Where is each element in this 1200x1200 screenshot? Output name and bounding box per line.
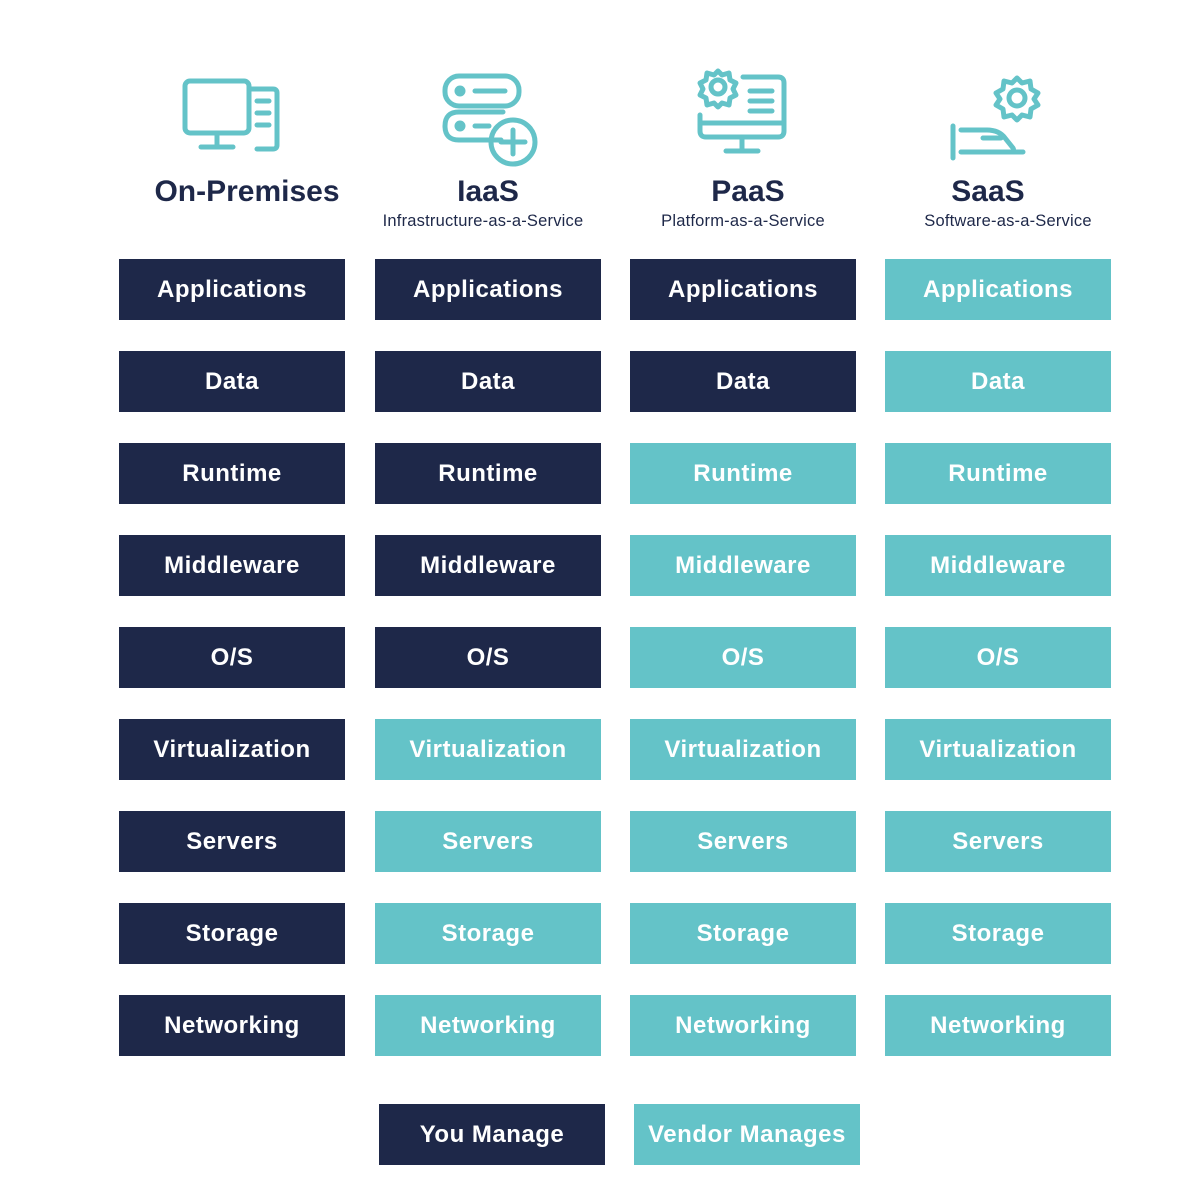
stack-cell-runtime: Runtime <box>375 443 601 504</box>
stack-cell-label: Middleware <box>675 551 811 579</box>
server-add-icon <box>442 73 538 167</box>
stack-cell-label: Servers <box>186 827 278 855</box>
stack-cell-label: Applications <box>412 275 563 303</box>
stack-cell-label: Networking <box>930 1011 1066 1039</box>
stack-cell-label: Applications <box>156 275 307 303</box>
stack-cell-data: Data <box>885 351 1111 412</box>
stack-cell-label: Data <box>715 367 771 395</box>
column-subtitle: Software-as-a-Service <box>924 212 1092 230</box>
stack-cell-label: Networking <box>164 1011 300 1039</box>
stack-cell-servers: Servers <box>630 811 856 872</box>
column-subtitle: Infrastructure-as-a-Service <box>382 212 584 230</box>
column-title: PaaS <box>711 175 785 208</box>
stack-cell-applications: Applications <box>630 259 856 320</box>
stack-cell-label: Applications <box>667 275 818 303</box>
stack-cell-label: Data <box>204 367 260 395</box>
stack-cell-label: Data <box>460 367 516 395</box>
stack-cell-label: Runtime <box>182 459 282 487</box>
stack-cell-label: Servers <box>952 827 1044 855</box>
stack-cell-label: Virtualization <box>153 735 311 763</box>
stack-cell-label: O/S <box>466 643 510 671</box>
stack-cell-label: Applications <box>922 275 1073 303</box>
stack-cell-label: O/S <box>210 643 254 671</box>
stack-cell-applications: Applications <box>885 259 1111 320</box>
column-header: On-Premises <box>119 60 345 250</box>
stack-cell-label: Runtime <box>438 459 538 487</box>
stack-cell-data: Data <box>119 351 345 412</box>
stack-cell-label: Networking <box>420 1011 556 1039</box>
column-title: On-Premises <box>154 175 340 208</box>
stack-cell-label: O/S <box>721 643 765 671</box>
stack-cell-data: Data <box>375 351 601 412</box>
stack-cell-servers: Servers <box>119 811 345 872</box>
stack-cell-label: Storage <box>185 919 279 947</box>
stack-cell-storage: Storage <box>119 903 345 964</box>
stack-cell-networking: Networking <box>119 995 345 1056</box>
stack-cell-virtualization: Virtualization <box>119 719 345 780</box>
stack-cell-label: Virtualization <box>919 735 1077 763</box>
stack-cell-o-s: O/S <box>119 627 345 688</box>
stack-cell-servers: Servers <box>885 811 1111 872</box>
desktop-tower-icon <box>182 78 280 152</box>
legend-label: Vendor Manages <box>648 1120 846 1148</box>
column-title: IaaS <box>457 175 519 208</box>
stack-cell-label: Storage <box>441 919 535 947</box>
stack-cell-virtualization: Virtualization <box>885 719 1111 780</box>
column-title: SaaS <box>951 175 1025 208</box>
stack-cell-runtime: Runtime <box>885 443 1111 504</box>
stack-cell-middleware: Middleware <box>119 535 345 596</box>
column-header: IaaS Infrastructure-as-a-Service <box>375 60 601 250</box>
stack-cell-label: Servers <box>697 827 789 855</box>
stack-cell-label: Storage <box>696 919 790 947</box>
stack-cell-label: Virtualization <box>409 735 567 763</box>
legend-label: You Manage <box>419 1120 565 1148</box>
stack-cell-storage: Storage <box>630 903 856 964</box>
stack-cell-o-s: O/S <box>885 627 1111 688</box>
legend-vendor-manages: Vendor Manages <box>634 1104 860 1165</box>
stack-cell-networking: Networking <box>885 995 1111 1056</box>
stack-cell-servers: Servers <box>375 811 601 872</box>
stack-cell-networking: Networking <box>375 995 601 1056</box>
stack-cell-label: Middleware <box>930 551 1066 579</box>
stack-cell-label: Networking <box>675 1011 811 1039</box>
stack-cell-virtualization: Virtualization <box>375 719 601 780</box>
legend-you-manage: You Manage <box>379 1104 605 1165</box>
stack-cell-networking: Networking <box>630 995 856 1056</box>
stack-cell-o-s: O/S <box>375 627 601 688</box>
stack-cell-o-s: O/S <box>630 627 856 688</box>
stack-cell-middleware: Middleware <box>375 535 601 596</box>
column-header: PaaS Platform-as-a-Service <box>630 60 856 250</box>
stack-cell-label: Runtime <box>693 459 793 487</box>
stack-cell-label: Middleware <box>420 551 556 579</box>
gear-hand-icon <box>950 75 1041 161</box>
stack-cell-label: Virtualization <box>664 735 822 763</box>
stack-cell-label: Runtime <box>948 459 1048 487</box>
column-subtitle: Platform-as-a-Service <box>661 212 825 230</box>
stack-cell-label: Data <box>970 367 1026 395</box>
stack-cell-applications: Applications <box>119 259 345 320</box>
stack-cell-storage: Storage <box>885 903 1111 964</box>
gear-monitor-icon <box>697 68 787 154</box>
stack-cell-middleware: Middleware <box>630 535 856 596</box>
stack-cell-label: O/S <box>976 643 1020 671</box>
stack-cell-applications: Applications <box>375 259 601 320</box>
stack-cell-runtime: Runtime <box>119 443 345 504</box>
stack-cell-label: Servers <box>442 827 534 855</box>
stack-cell-label: Storage <box>951 919 1045 947</box>
stack-cell-data: Data <box>630 351 856 412</box>
stack-cell-label: Middleware <box>164 551 300 579</box>
stack-cell-middleware: Middleware <box>885 535 1111 596</box>
column-header: SaaS Software-as-a-Service <box>885 60 1111 250</box>
stack-cell-runtime: Runtime <box>630 443 856 504</box>
stack-cell-storage: Storage <box>375 903 601 964</box>
stack-cell-virtualization: Virtualization <box>630 719 856 780</box>
